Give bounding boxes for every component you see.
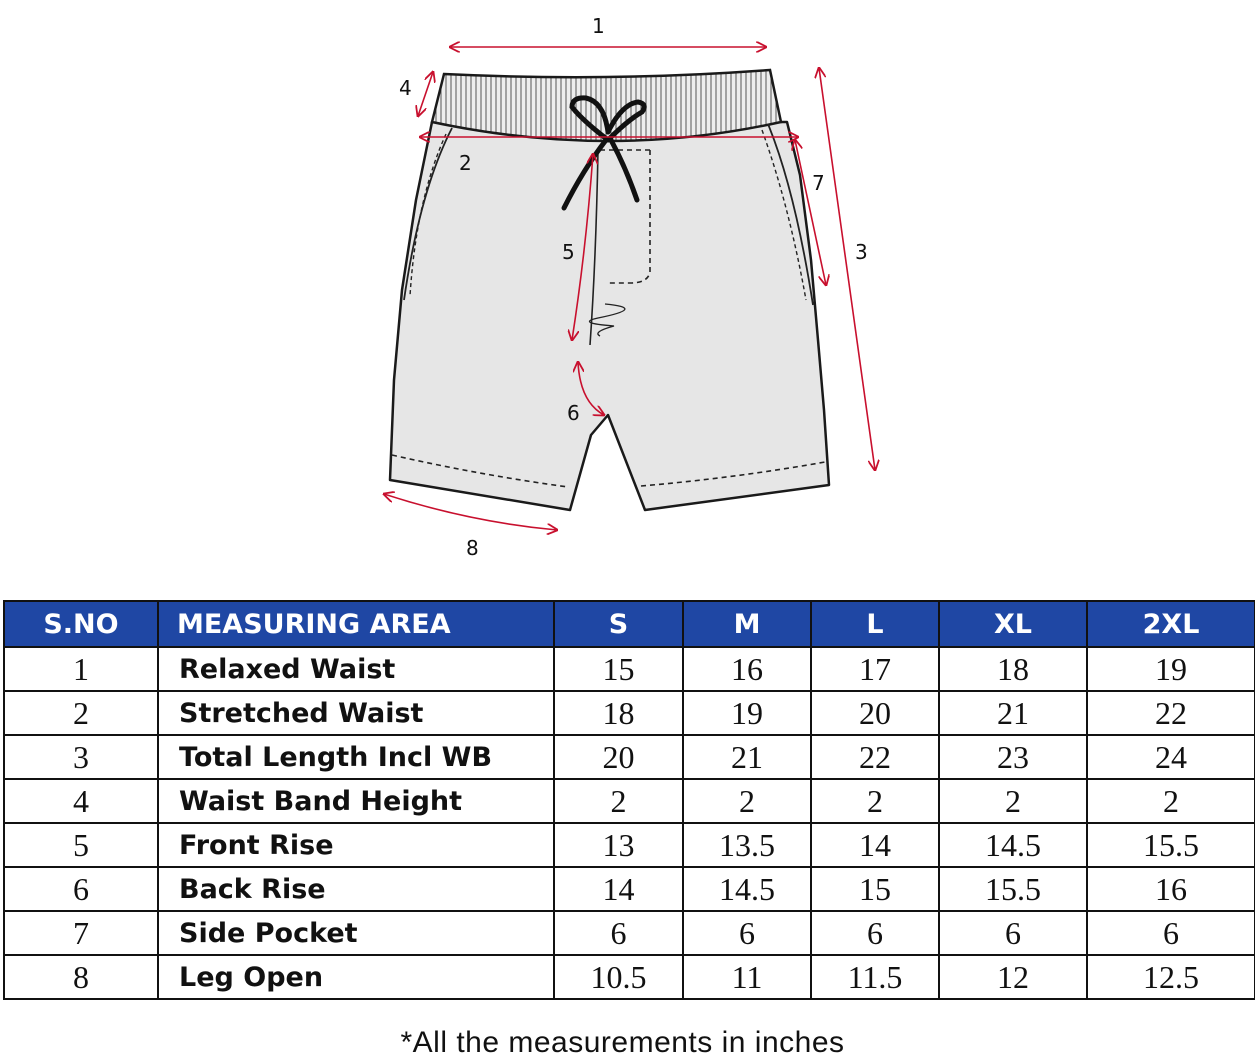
cell-size-m: 14.5 (682, 866, 812, 912)
cell-size-2xl: 16 (1086, 866, 1255, 912)
cell-size-2xl: 6 (1086, 910, 1255, 956)
arrow-4 (418, 72, 433, 116)
cell-size-xl: 2 (938, 778, 1088, 824)
cell-size-s: 6 (553, 910, 684, 956)
fly-stitch (598, 149, 651, 284)
cell-size-l: 22 (810, 734, 940, 780)
header-size-xl: XL (938, 600, 1088, 648)
cell-size-s: 2 (553, 778, 684, 824)
cell-size-m: 16 (682, 646, 812, 692)
callout-4: 4 (399, 76, 412, 100)
cell-size-2xl: 22 (1086, 690, 1255, 736)
hem-stitch-left (391, 454, 569, 488)
measurement-footnote: *All the measurements in inches (400, 1026, 845, 1059)
cell-size-2xl: 19 (1086, 646, 1255, 692)
cell-size-l: 6 (810, 910, 940, 956)
callout-1: 1 (592, 14, 605, 38)
cell-size-m: 13.5 (682, 822, 812, 868)
table-header-row: S.NO MEASURING AREA S M L XL 2XL (3, 600, 1255, 648)
header-measuring-area: MEASURING AREA (157, 600, 555, 648)
cell-size-xl: 18 (938, 646, 1088, 692)
cell-size-xl: 15.5 (938, 866, 1088, 912)
cell-sno: 1 (3, 646, 159, 692)
cell-measuring-area: Back Rise (157, 866, 555, 912)
cell-size-s: 14 (553, 866, 684, 912)
arrow-3 (819, 68, 875, 470)
cell-size-xl: 21 (938, 690, 1088, 736)
cell-size-m: 2 (682, 778, 812, 824)
cell-measuring-area: Waist Band Height (157, 778, 555, 824)
cell-size-l: 20 (810, 690, 940, 736)
arrow-6 (578, 362, 604, 415)
cell-size-s: 13 (553, 822, 684, 868)
cell-sno: 8 (3, 954, 159, 1000)
cell-measuring-area: Side Pocket (157, 910, 555, 956)
cell-measuring-area: Relaxed Waist (157, 646, 555, 692)
cell-size-2xl: 2 (1086, 778, 1255, 824)
callout-3: 3 (855, 240, 868, 264)
callout-6: 6 (567, 401, 580, 425)
callout-8: 8 (466, 536, 479, 560)
header-size-s: S (553, 600, 684, 648)
left-pocket (403, 127, 453, 301)
cell-size-xl: 14.5 (938, 822, 1088, 868)
cell-size-xl: 23 (938, 734, 1088, 780)
cell-size-l: 17 (810, 646, 940, 692)
cell-size-l: 14 (810, 822, 940, 868)
callout-2: 2 (459, 151, 472, 175)
callout-7: 7 (812, 171, 825, 195)
cell-size-s: 20 (553, 734, 684, 780)
cell-size-l: 15 (810, 866, 940, 912)
hem-stitch-right (640, 461, 826, 487)
shorts-measurement-diagram: 1 2 3 4 5 6 7 8 (0, 14, 1255, 560)
cell-sno: 7 (3, 910, 159, 956)
cell-sno: 4 (3, 778, 159, 824)
cell-size-m: 11 (682, 954, 812, 1000)
shorts-illustration (388, 68, 831, 512)
cell-sno: 2 (3, 690, 159, 736)
arrow-5 (572, 154, 593, 340)
cell-size-m: 19 (682, 690, 812, 736)
cell-size-l: 2 (810, 778, 940, 824)
callout-5: 5 (562, 240, 575, 264)
cell-sno: 5 (3, 822, 159, 868)
callout-numbers: 1 2 3 4 5 6 7 8 (399, 14, 868, 560)
cell-sno: 6 (3, 866, 159, 912)
header-size-l: L (810, 600, 940, 648)
header-size-2xl: 2XL (1086, 600, 1255, 648)
cell-size-2xl: 24 (1086, 734, 1255, 780)
cell-sno: 3 (3, 734, 159, 780)
cell-size-s: 15 (553, 646, 684, 692)
cell-size-s: 10.5 (553, 954, 684, 1000)
cell-size-2xl: 15.5 (1086, 822, 1255, 868)
cell-size-l: 11.5 (810, 954, 940, 1000)
arrow-8 (384, 494, 557, 530)
cell-size-m: 21 (682, 734, 812, 780)
cell-size-xl: 12 (938, 954, 1088, 1000)
cell-size-m: 6 (682, 910, 812, 956)
header-size-m: M (682, 600, 812, 648)
measurement-arrows (384, 47, 875, 530)
cell-measuring-area: Stretched Waist (157, 690, 555, 736)
cell-measuring-area: Leg Open (157, 954, 555, 1000)
cell-size-xl: 6 (938, 910, 1088, 956)
left-pocket-stitch (409, 133, 447, 297)
header-sno: S.NO (3, 600, 159, 648)
cell-measuring-area: Front Rise (157, 822, 555, 868)
cell-measuring-area: Total Length Incl WB (157, 734, 555, 780)
cell-size-2xl: 12.5 (1086, 954, 1255, 1000)
cell-size-s: 18 (553, 690, 684, 736)
